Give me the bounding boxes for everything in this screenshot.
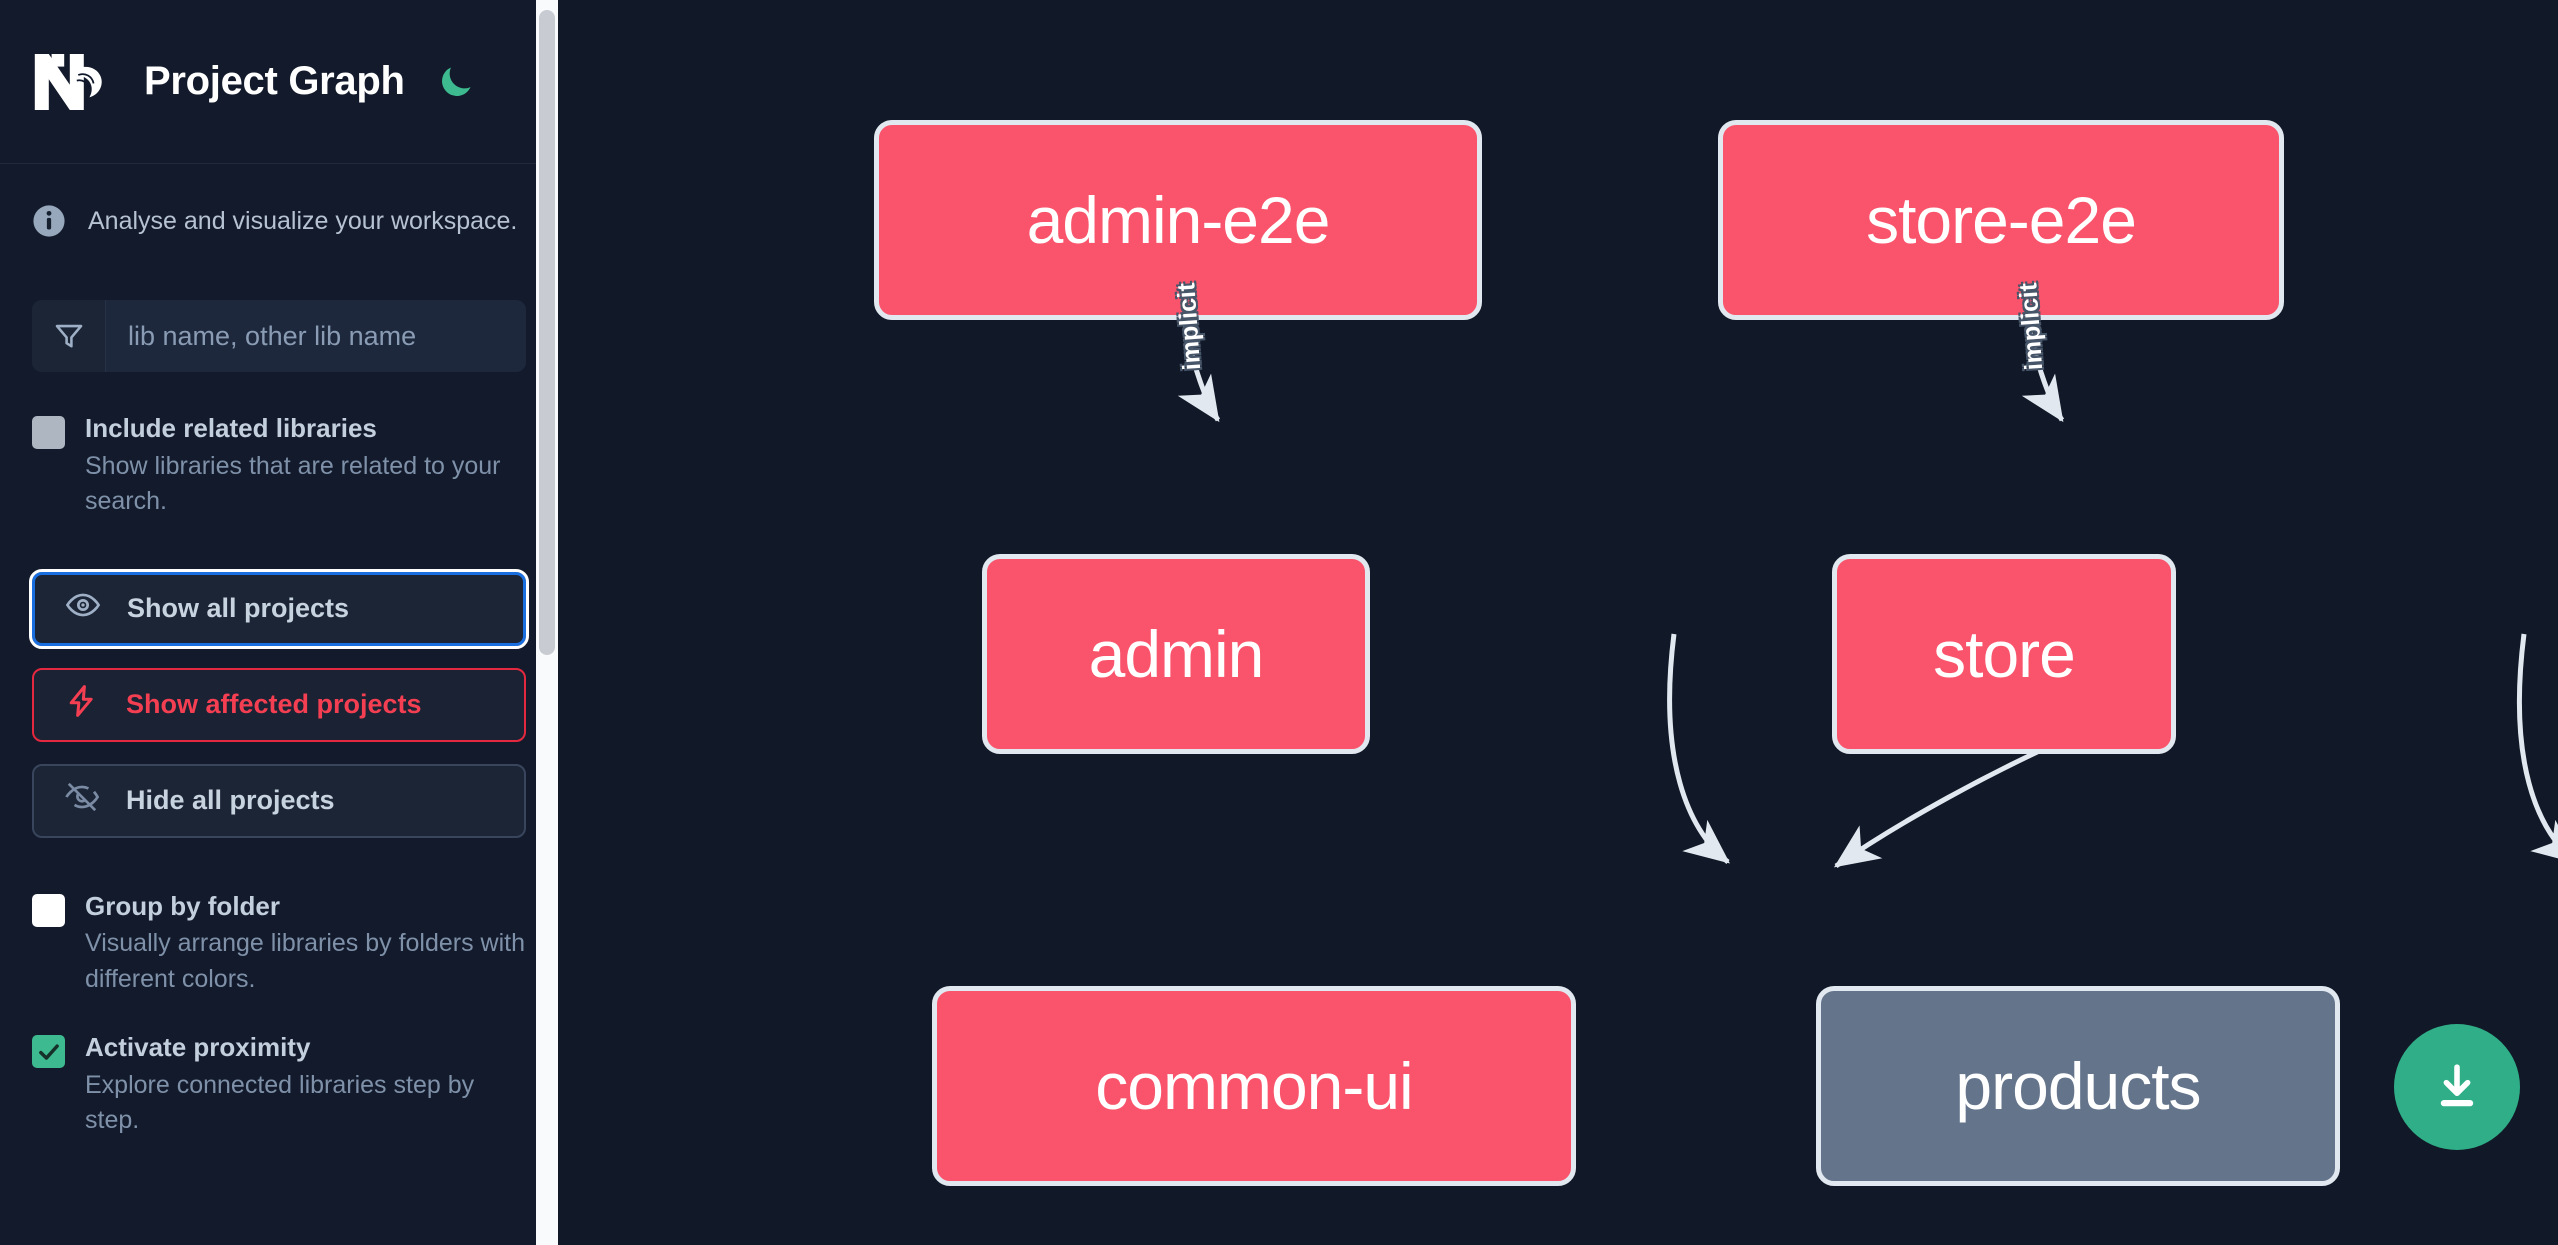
graph-node-common-ui[interactable]: common-ui	[932, 986, 1576, 1186]
option-label: Include related libraries	[85, 413, 377, 443]
option-description: Visually arrange libraries by folders wi…	[85, 929, 526, 993]
graph-node-store[interactable]: store	[1832, 554, 2176, 754]
node-label: products	[1955, 1049, 2201, 1123]
group-by-folder-checkbox[interactable]	[32, 893, 65, 927]
hide-all-projects-button[interactable]: Hide all projects	[32, 763, 526, 838]
option-activate-proximity[interactable]: Activate proximity Explore connected lib…	[0, 1031, 558, 1139]
sidebar-scrollbar-thumb[interactable]	[539, 10, 555, 655]
eye-slash-icon	[64, 779, 100, 822]
include-related-libraries-checkbox[interactable]	[32, 416, 65, 449]
edge-store-products	[2516, 633, 2558, 864]
sidebar-header: Project Graph	[0, 0, 558, 164]
download-icon	[2428, 1057, 2486, 1118]
node-label: common-ui	[1095, 1049, 1413, 1123]
sidebar: Project Graph Analyse and visualize your…	[0, 0, 558, 1245]
visibility-button-group: Show all projects Show affected projects	[29, 568, 529, 838]
tagline-text: Analyse and visualize your workspace.	[88, 206, 518, 235]
button-label: Show affected projects	[126, 689, 422, 719]
show-all-projects-button[interactable]: Show all projects	[29, 568, 529, 649]
activate-proximity-checkbox[interactable]	[32, 1035, 65, 1068]
edge-admin-common-ui	[1667, 633, 1730, 864]
graph-node-admin[interactable]: admin	[982, 554, 1370, 754]
node-label: admin	[1088, 617, 1265, 691]
graph-canvas[interactable]: admin-e2e store-e2e admin store common-u…	[558, 0, 2558, 1245]
page-title: Project Graph	[144, 59, 405, 103]
edge-label-implicit-admin: implicit	[1172, 281, 1207, 372]
option-label: Activate proximity	[85, 1032, 311, 1062]
node-label: store	[1933, 617, 2076, 691]
filter-search-box	[32, 300, 526, 372]
funnel-icon	[32, 300, 106, 372]
info-icon	[32, 204, 66, 238]
button-label: Hide all projects	[126, 785, 335, 815]
search-input[interactable]	[106, 300, 526, 372]
edge-label-implicit-store: implicit	[2014, 281, 2049, 372]
option-group-by-folder[interactable]: Group by folder Visually arrange librari…	[0, 890, 558, 998]
nx-logo-icon	[32, 51, 116, 113]
graph-node-products[interactable]: products	[1816, 986, 2340, 1186]
tagline-row: Analyse and visualize your workspace.	[0, 164, 558, 238]
sidebar-scrollbar[interactable]	[536, 0, 558, 1245]
graph-node-store-e2e[interactable]: store-e2e	[1718, 120, 2284, 320]
show-affected-projects-button[interactable]: Show affected projects	[32, 667, 526, 742]
option-description: Explore connected libraries step by step…	[85, 1070, 475, 1135]
graph-node-admin-e2e[interactable]: admin-e2e	[874, 120, 1482, 320]
option-description: Show libraries that are related to your …	[85, 451, 501, 516]
lightning-icon	[64, 683, 100, 726]
download-image-button[interactable]	[2394, 1024, 2520, 1150]
node-label: store-e2e	[1866, 183, 2137, 257]
button-label: Show all projects	[127, 593, 350, 623]
moon-icon[interactable]	[433, 59, 479, 105]
eye-icon	[65, 587, 101, 630]
node-label: admin-e2e	[1026, 183, 1331, 257]
option-label: Group by folder	[85, 890, 280, 921]
option-include-related-libraries[interactable]: Include related libraries Show libraries…	[0, 412, 558, 520]
